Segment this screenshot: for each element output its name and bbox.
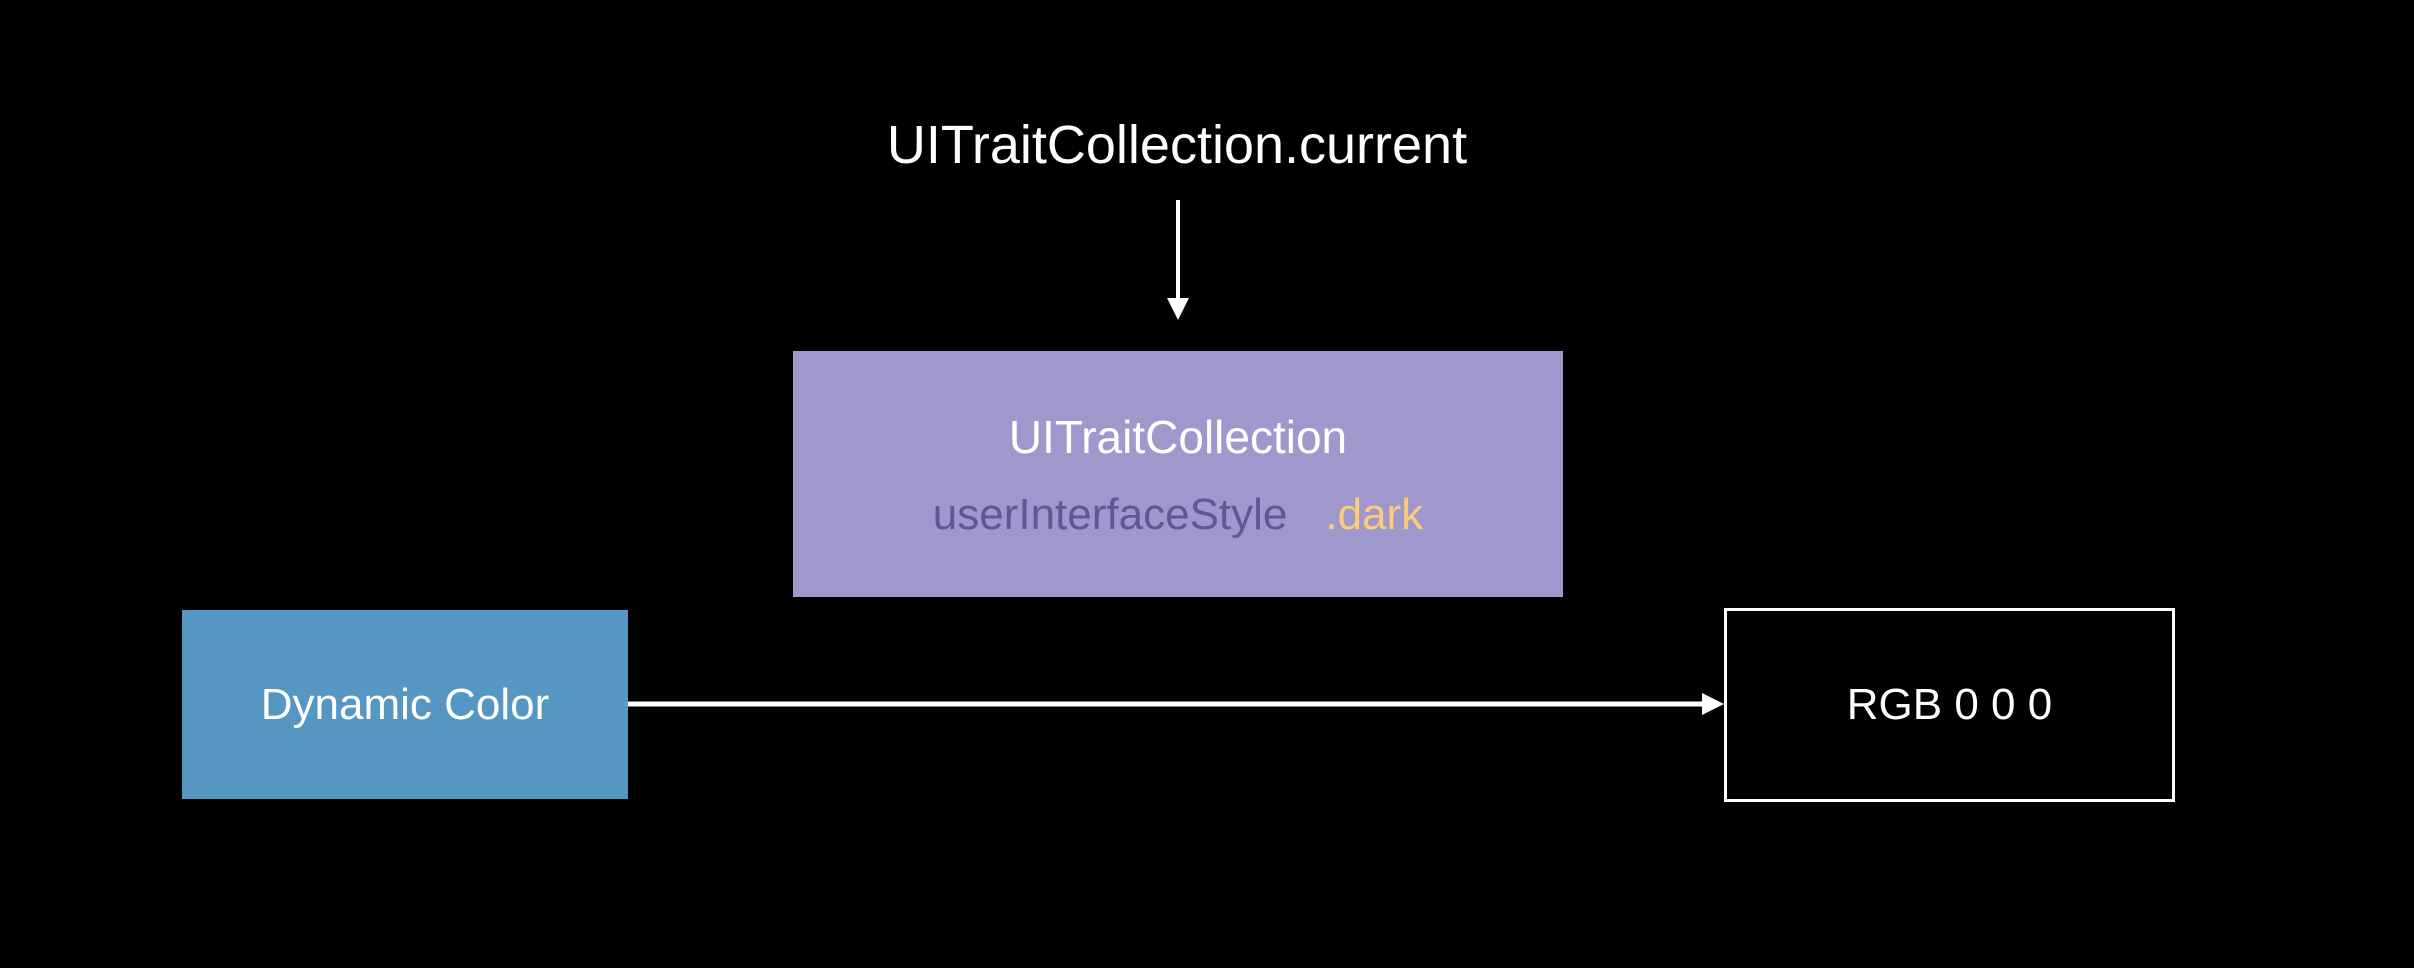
user-interface-style-value: .dark [1325, 490, 1424, 539]
trait-collection-heading: UITraitCollection [1008, 411, 1348, 463]
down-arrow [1167, 200, 1189, 320]
trait-property-row: userInterfaceStyle .dark [793, 485, 1563, 545]
resolved-rgb-box: RGB 0 0 0 [1724, 608, 2175, 802]
resolve-arrow [628, 693, 1724, 715]
dynamic-color-box: Dynamic Color [182, 610, 628, 799]
user-interface-style-label: userInterfaceStyle [932, 490, 1288, 539]
resolve-arrow-head [1702, 693, 1724, 715]
resolved-rgb-label: RGB 0 0 0 [1846, 680, 2053, 729]
down-arrow-head [1167, 298, 1189, 320]
diagram-title: UITraitCollection.current [886, 115, 1468, 175]
trait-collection-box: UITraitCollection userInterfaceStyle .dar… [793, 351, 1563, 597]
dynamic-color-label: Dynamic Color [260, 679, 550, 729]
